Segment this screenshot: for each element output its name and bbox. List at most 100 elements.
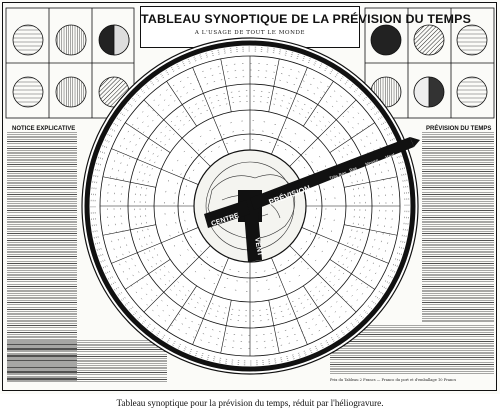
dial-text-stroke <box>129 103 131 106</box>
dial-text-stroke <box>346 290 348 293</box>
dial-text-stroke <box>333 90 336 92</box>
dial-text-stroke <box>339 141 341 143</box>
dial-text-stroke <box>166 341 169 343</box>
dial-text-stroke <box>149 323 151 325</box>
dial-text-stroke <box>125 260 127 263</box>
dial-text-stroke <box>314 345 317 347</box>
dial-text-stroke <box>107 133 109 136</box>
dial-text-stroke <box>372 132 374 134</box>
dial-text-stroke <box>185 115 187 117</box>
dial-text-stroke <box>375 272 377 275</box>
dial-text-stroke <box>394 271 396 273</box>
dial-text-stroke <box>309 303 312 305</box>
dial-sector-line <box>192 67 214 118</box>
dial-text-stroke <box>169 129 171 132</box>
dial-text-stroke <box>334 311 337 313</box>
dial-text-stroke <box>160 73 162 75</box>
dial-text-stroke <box>336 100 338 102</box>
dial-sector-line <box>338 242 389 264</box>
dial-text-stroke <box>178 345 181 347</box>
dial-text-stroke <box>194 307 197 309</box>
dial-sector-line <box>111 148 162 170</box>
dial-text-stroke <box>349 87 351 89</box>
dial-text-stroke <box>144 157 146 159</box>
dial-text-stroke <box>333 126 336 129</box>
dial-text-stroke <box>356 299 358 301</box>
dial-text-stroke <box>190 298 193 300</box>
dial-text-stroke <box>112 129 114 131</box>
dial-text-stroke <box>362 99 364 101</box>
dial-text-stroke <box>187 290 190 292</box>
dial-text-stroke <box>319 155 321 158</box>
dial-text-stroke <box>172 70 175 72</box>
dial-text-stroke <box>142 90 144 92</box>
dial-text-stroke <box>132 274 134 277</box>
dial-text-stroke <box>155 294 158 297</box>
dial-text-stroke <box>160 260 162 262</box>
dial-text-stroke <box>352 106 354 108</box>
dial-text-stroke <box>329 130 332 132</box>
dial-text-stroke <box>355 89 357 91</box>
dial-text-stroke <box>384 128 386 131</box>
dial-text-stroke <box>155 263 157 265</box>
dial-text-stroke <box>297 100 299 102</box>
dial-text-stroke <box>393 138 395 140</box>
dial-text-stroke <box>151 82 153 84</box>
dial-text-stroke <box>326 66 328 68</box>
dial-text-stroke <box>210 150 213 153</box>
dial-text-stroke <box>310 350 312 352</box>
dial-text-stroke <box>298 297 300 300</box>
dial-text-stroke <box>341 296 343 298</box>
dial-text-stroke <box>303 166 306 169</box>
dial-text-stroke <box>200 250 202 252</box>
dial-text-stroke <box>178 313 181 315</box>
dial-text-stroke <box>371 279 373 282</box>
dial-sector-line <box>317 99 357 139</box>
dial-text-stroke <box>197 108 200 110</box>
dial-text-stroke <box>164 283 167 286</box>
dial-text-stroke <box>193 294 196 296</box>
dial-text-stroke <box>111 276 113 278</box>
dial-text-stroke <box>307 299 309 301</box>
dial-text-stroke <box>188 60 190 62</box>
dial-text-stroke <box>115 287 118 290</box>
dial-text-stroke <box>129 141 131 143</box>
dial-text-stroke <box>157 80 159 82</box>
dial-text-stroke <box>304 116 307 118</box>
dial-text-stroke <box>199 297 202 299</box>
dial-text-stroke <box>171 169 173 172</box>
dial-text-stroke <box>346 300 348 303</box>
dial-text-stroke <box>352 116 354 119</box>
dial-sector-line <box>181 245 211 275</box>
dial-text-stroke <box>379 146 381 149</box>
dial-text-stroke <box>180 96 182 98</box>
dial-text-stroke <box>170 67 173 69</box>
dial-text-stroke <box>338 132 341 134</box>
dial-text-stroke <box>137 318 139 320</box>
dial-text-stroke <box>106 140 108 142</box>
dial-text-stroke <box>181 298 184 301</box>
dial-text-stroke <box>203 277 206 279</box>
dial-text-stroke <box>147 325 150 327</box>
dial-text-stroke <box>159 94 162 96</box>
dial-text-stroke <box>351 259 353 262</box>
dial-text-stroke <box>204 105 206 107</box>
dial-text-stroke <box>153 99 155 101</box>
dial-sector-line <box>286 67 308 118</box>
dial-text-stroke <box>170 289 172 291</box>
dial-text-stroke <box>190 349 193 350</box>
arm-tip-very-low: Très Bas <box>329 170 348 181</box>
synoptic-chart-sheet: TABLEAU SYNOPTIQUE DE LA PRÉVISION DU TE… <box>2 2 497 408</box>
dial-text-stroke <box>319 65 322 67</box>
dial-text-stroke <box>183 150 185 153</box>
dial-text-stroke <box>338 278 340 281</box>
dial-text-stroke <box>105 272 107 274</box>
dial-text-stroke <box>320 282 322 284</box>
dial-text-stroke <box>152 119 154 122</box>
dial-text-stroke <box>183 350 185 352</box>
dial-text-stroke <box>159 278 162 280</box>
dial-text-stroke <box>323 91 325 93</box>
dial-text-stroke <box>125 108 127 111</box>
dial-sector-line <box>268 58 280 112</box>
dial-text-stroke <box>168 104 170 106</box>
